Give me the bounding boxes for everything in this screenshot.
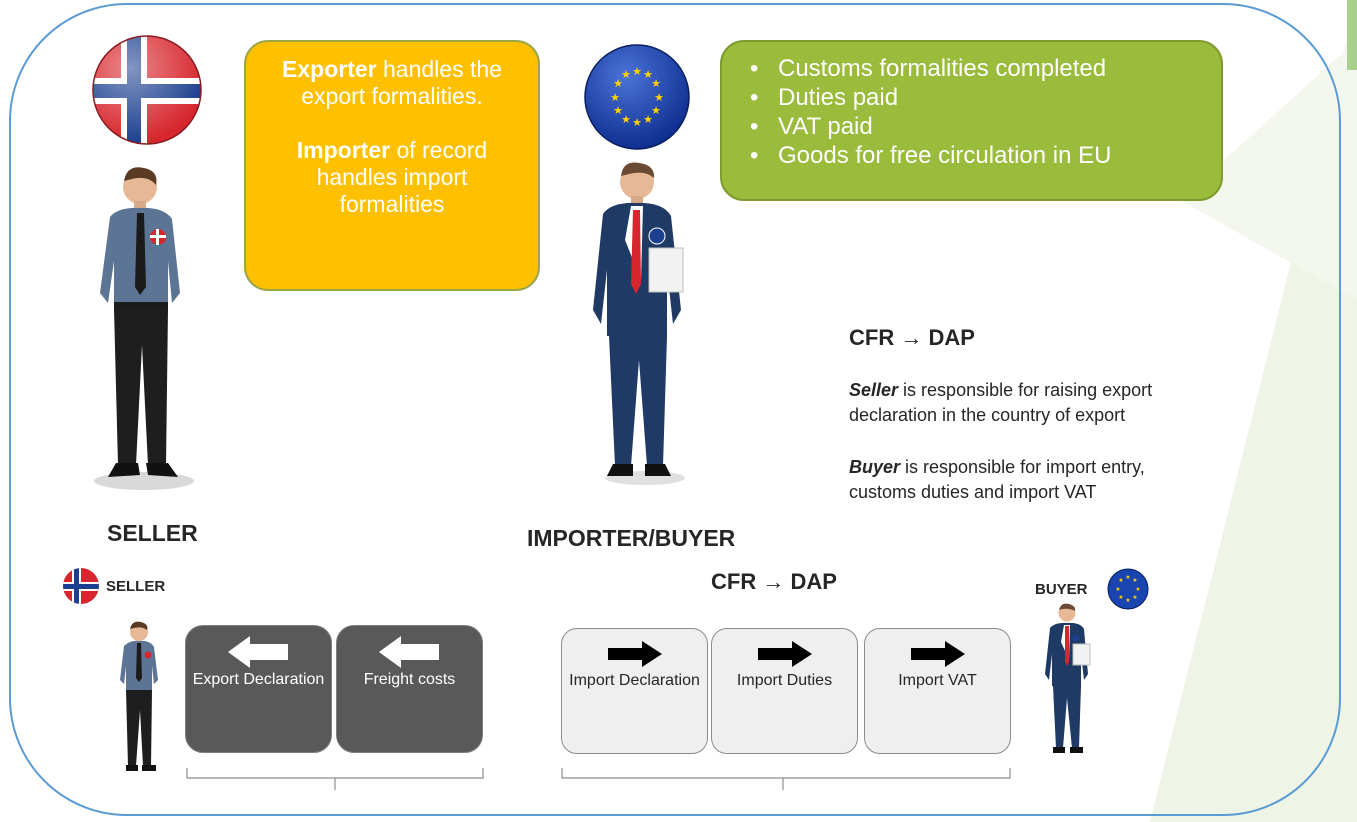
svg-text:★: ★	[1132, 594, 1137, 601]
svg-text:★: ★	[1118, 594, 1123, 601]
svg-text:★: ★	[654, 91, 664, 104]
buyer-responsibility: Buyer is responsible for import entry, c…	[849, 457, 1145, 502]
status-item: Duties paid	[750, 83, 1201, 112]
svg-text:★: ★	[1118, 577, 1123, 584]
svg-text:★: ★	[610, 91, 620, 104]
svg-text:★: ★	[1125, 597, 1130, 604]
svg-text:★: ★	[613, 77, 623, 90]
svg-text:★: ★	[632, 116, 642, 129]
svg-text:★: ★	[651, 77, 661, 90]
status-item: Customs formalities completed	[750, 54, 1201, 83]
importer-buyer-label: IMPORTER/BUYER	[527, 525, 736, 551]
flow-heading: CFR → DAP	[711, 569, 837, 594]
export-declaration-step: Export Declaration	[185, 625, 332, 753]
seller-responsibility: Seller is responsible for raising export…	[849, 380, 1153, 425]
svg-text:★: ★	[621, 68, 631, 81]
freight-costs-step: Freight costs	[336, 625, 483, 753]
norway-flag-small-icon	[63, 568, 99, 604]
svg-text:★: ★	[1132, 577, 1137, 584]
status-callout: Customs formalities completed Duties pai…	[720, 40, 1223, 201]
right-arrow-icon	[607, 641, 662, 667]
right-arrow-icon	[757, 641, 812, 667]
norway-flag-icon	[92, 35, 202, 145]
eu-flag-small-icon: ★★★★ ★★★★	[1107, 568, 1149, 610]
seller-figure	[94, 167, 194, 490]
seller-steps-brace	[186, 768, 484, 790]
svg-text:★: ★	[1125, 574, 1130, 581]
svg-text:★: ★	[651, 104, 661, 117]
buyer-small-figure	[1045, 603, 1091, 753]
import-vat-step: Import VAT	[864, 628, 1011, 754]
right-arrow-icon	[910, 641, 965, 667]
buyer-steps-brace	[561, 768, 1011, 790]
rounded-frame	[9, 3, 1341, 816]
eu-flag-icon: ★★★★ ★★★★ ★★★★	[584, 44, 690, 150]
svg-text:★: ★	[621, 113, 631, 126]
buyer-small-label: BUYER	[1035, 581, 1088, 598]
seller-label: SELLER	[107, 520, 198, 546]
importer-figure	[593, 162, 685, 485]
import-duties-step: Import Duties	[711, 628, 858, 754]
left-arrow-icon	[227, 636, 288, 668]
status-item: Goods for free circulation in EU	[750, 141, 1201, 170]
seller-small-figure	[120, 621, 158, 771]
terms-heading: CFR → DAP	[849, 325, 975, 350]
svg-text:★: ★	[1135, 586, 1140, 593]
formalities-callout: Exporter handles the export formalities.…	[244, 40, 540, 291]
import-declaration-step: Import Declaration	[561, 628, 708, 754]
svg-text:★: ★	[643, 113, 653, 126]
svg-text:★: ★	[632, 65, 642, 78]
svg-text:★: ★	[643, 68, 653, 81]
seller-small-label: SELLER	[106, 578, 166, 595]
svg-text:★: ★	[1115, 586, 1120, 593]
status-item: VAT paid	[750, 112, 1201, 141]
left-arrow-icon	[378, 636, 439, 668]
svg-text:★: ★	[613, 104, 623, 117]
